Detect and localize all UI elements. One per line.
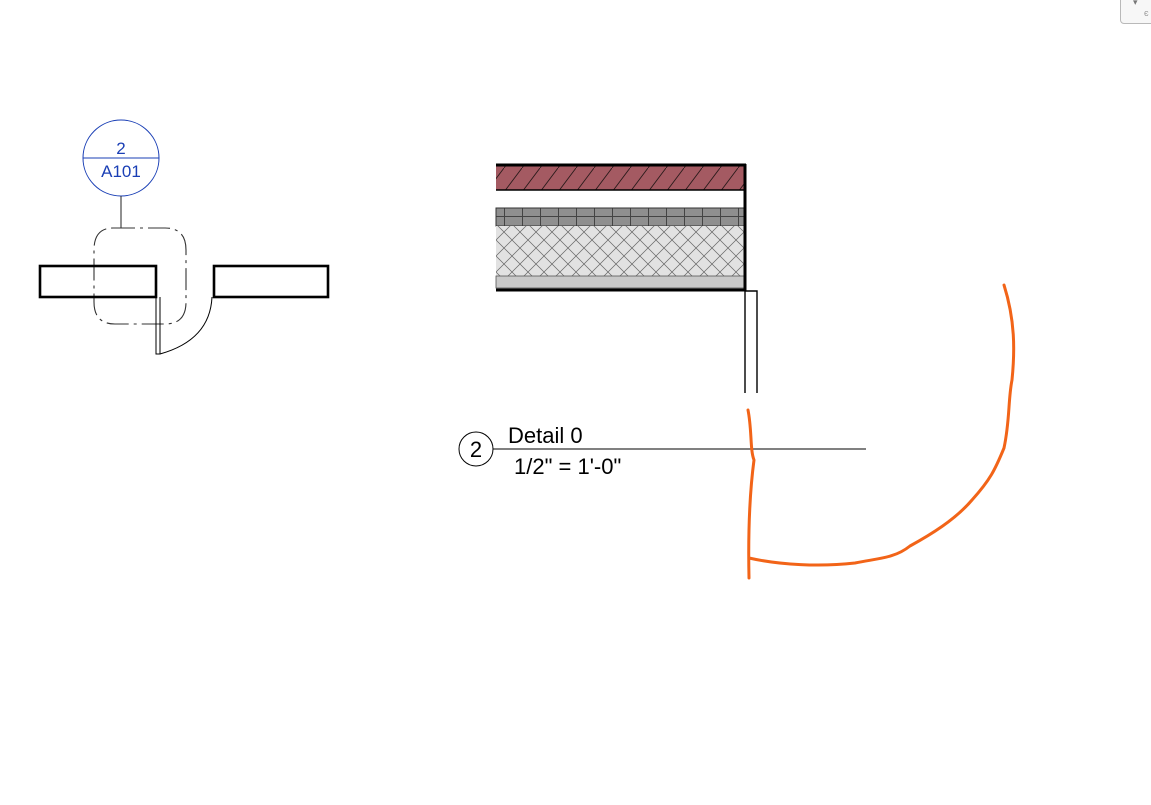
- wall-section-detail[interactable]: [495, 163, 758, 393]
- section-callout[interactable]: 2 A101: [38, 119, 330, 355]
- callout-boundary[interactable]: [93, 227, 187, 325]
- markup-freehand-stroke[interactable]: [746, 283, 1016, 580]
- section-tag-detail-number: 2: [116, 139, 125, 158]
- plan-wall-left[interactable]: [38, 264, 158, 299]
- view-title-scale: 1/2" = 1'-0": [514, 454, 621, 479]
- view-title-name[interactable]: Detail 0: [508, 423, 583, 448]
- section-tag-sheet-number: A101: [101, 162, 141, 181]
- view-title-detail-number: 2: [470, 437, 482, 462]
- stud-extension[interactable]: [744, 290, 758, 393]
- gypsum-layer[interactable]: [495, 275, 745, 289]
- view-control-button[interactable]: ▾ є: [1120, 0, 1151, 24]
- chevron-down-icon: ▾: [1133, 0, 1138, 7]
- door-swing[interactable]: [155, 296, 213, 355]
- finish-hatch: [496, 166, 744, 190]
- masonry-layer[interactable]: [496, 208, 744, 226]
- plan-wall-right[interactable]: [212, 264, 330, 299]
- view-title[interactable]: 2 Detail 0 1/2" = 1'-0": [458, 423, 866, 479]
- insulation-hatch: [496, 226, 744, 276]
- zoom-icon: є: [1144, 8, 1149, 18]
